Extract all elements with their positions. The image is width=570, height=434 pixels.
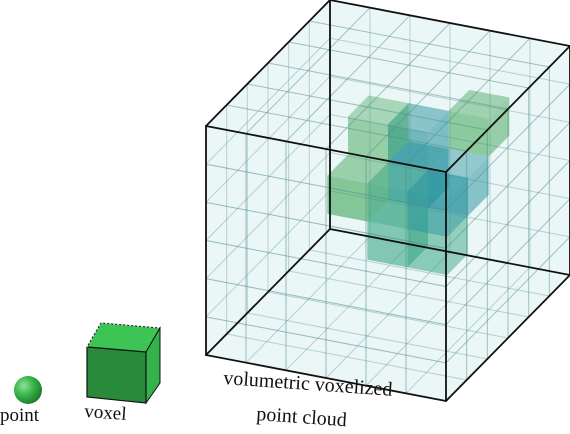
cube-edge — [205, 125, 447, 173]
grid-line — [247, 312, 488, 360]
single-voxel — [86, 322, 161, 405]
occupied-voxel-front — [407, 229, 448, 275]
occupied-voxel-front — [348, 116, 388, 163]
cube-left-face — [206, 0, 330, 355]
cube-edges — [205, 0, 570, 402]
occupied-voxel-front — [407, 191, 448, 237]
grid-line — [405, 266, 531, 394]
voxel-front-face — [86, 346, 147, 404]
grid-line — [285, 243, 411, 371]
point-label: point — [0, 405, 40, 426]
occupied-voxel-top — [327, 154, 388, 184]
grid-line — [205, 316, 447, 364]
voxel-label: voxel — [84, 401, 128, 425]
grid-line — [205, 152, 331, 280]
occupied-voxel-top — [388, 103, 449, 132]
voxel-grid-cube — [205, 0, 570, 402]
cube-edge — [445, 45, 570, 173]
cube-edge — [205, 228, 331, 356]
occupied-voxel — [448, 89, 510, 157]
cube-edge — [445, 274, 570, 402]
grid-line — [365, 259, 491, 387]
occupied-voxel-top — [367, 162, 428, 191]
grid-line — [267, 291, 509, 339]
occupied-voxel-front — [367, 183, 408, 230]
cube-edge — [329, 228, 570, 276]
grid-line — [329, 114, 570, 161]
grid-line — [205, 75, 331, 203]
occupied-voxel-side — [367, 162, 388, 222]
occupied-voxel-top — [448, 89, 510, 119]
occupied-voxel-top — [428, 149, 489, 178]
occupied-voxel-front — [448, 110, 489, 157]
grid-line — [329, 75, 570, 123]
occupied-voxel-top — [348, 95, 409, 125]
cube-edge — [329, 0, 570, 47]
cloud-caption-line2: point cloud — [256, 403, 348, 431]
grid-line — [309, 249, 550, 297]
occupied-voxel-front — [327, 175, 368, 222]
grid-line — [205, 114, 331, 241]
occupied-voxel-front — [367, 221, 408, 268]
grid-line — [325, 251, 451, 379]
cube-edge — [205, 0, 331, 127]
occupied-voxel-top — [407, 170, 468, 199]
cube-grid-lines — [205, 7, 570, 394]
occupied-voxel — [327, 154, 388, 222]
occupied-voxel-top — [388, 141, 449, 170]
point-sphere — [14, 376, 42, 404]
grid-line — [226, 333, 467, 381]
grid-line — [288, 270, 529, 318]
grid-line — [329, 152, 570, 200]
grid-line — [245, 236, 371, 364]
cube-edge — [205, 354, 447, 402]
occupied-voxel-front — [388, 124, 428, 170]
grid-line — [329, 190, 570, 238]
grid-line — [309, 20, 550, 68]
grid-line — [205, 37, 331, 165]
grid-line — [205, 190, 331, 318]
occupied-voxel — [407, 170, 468, 237]
cube-bottom-face — [206, 229, 570, 401]
grid-line — [329, 37, 570, 85]
